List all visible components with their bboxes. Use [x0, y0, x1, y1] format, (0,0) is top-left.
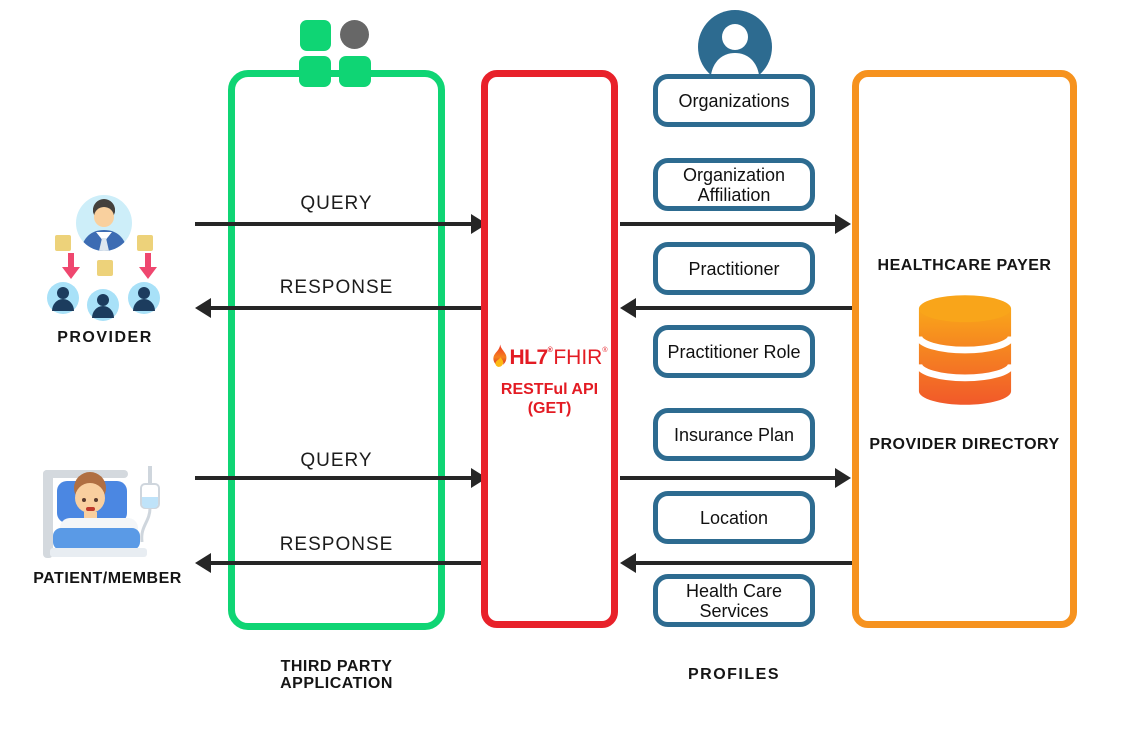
hl7-fhir-logo: HL7® FHIR®	[488, 344, 611, 372]
hl7-wordmark: HL7®	[509, 346, 553, 369]
profile-box-practitioner-role: Practitioner Role	[653, 325, 815, 378]
profile-box-organization-affiliation: Organization Affiliation	[653, 158, 815, 211]
fhir-api-container	[481, 70, 618, 628]
provider-group-icon	[43, 190, 163, 332]
provider-directory-label: PROVIDER DIRECTORY	[869, 436, 1060, 453]
query-bottom-left-arrow	[195, 476, 472, 480]
query-bottom-right-arrow	[620, 476, 836, 480]
third-party-application-container	[228, 70, 445, 630]
response-top-left-arrow	[210, 306, 487, 310]
database-icon	[917, 293, 1013, 407]
fhir-api-content: HL7® FHIR® RESTFul API (GET)	[488, 344, 611, 418]
query-top-left-arrow	[195, 222, 472, 226]
provider-label: PROVIDER	[57, 329, 153, 346]
healthcare-payer-label: HEALTHCARE PAYER	[877, 257, 1052, 274]
query-bottom-label: QUERY	[300, 450, 373, 471]
profile-box-practitioner: Practitioner	[653, 242, 815, 295]
profile-box-insurance-plan: Insurance Plan	[653, 408, 815, 461]
response-top-label: RESPONSE	[279, 277, 394, 298]
patient-label: PATIENT/MEMBER	[33, 570, 182, 587]
query-top-right-arrow	[620, 222, 836, 226]
third-party-application-label: THIRD PARTY APPLICATION	[280, 658, 393, 692]
patient-bed-icon	[38, 460, 163, 562]
profile-box-location: Location	[653, 491, 815, 544]
query-top-label: QUERY	[300, 193, 373, 214]
hl7-flame-icon	[491, 344, 508, 372]
response-bottom-left-arrow	[210, 561, 487, 565]
profile-box-organizations: Organizations	[653, 74, 815, 127]
restful-api-caption: RESTFul API (GET)	[500, 381, 599, 417]
profiles-label: PROFILES	[687, 666, 780, 683]
response-top-right-arrow	[635, 306, 852, 310]
response-bottom-right-arrow	[635, 561, 852, 565]
fhir-wordmark: FHIR®	[553, 346, 608, 369]
profile-box-health-care-services: Health Care Services	[653, 574, 815, 627]
response-bottom-label: RESPONSE	[279, 534, 394, 555]
